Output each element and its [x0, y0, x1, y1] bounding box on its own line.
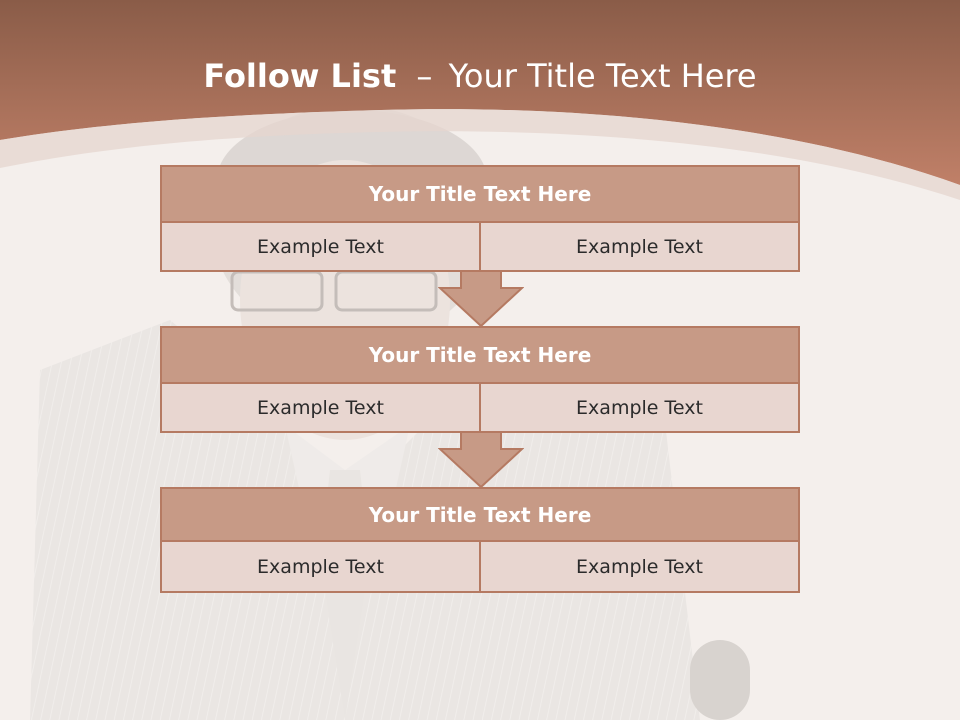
block-row: Example Text Example Text — [160, 542, 800, 593]
flow-block-1: Your Title Text Here Example Text Exampl… — [160, 165, 800, 272]
block-cell-left: Example Text — [160, 223, 479, 272]
block-cell-left: Example Text — [160, 542, 479, 593]
down-arrow-icon — [438, 270, 524, 328]
block-title: Your Title Text Here — [160, 487, 800, 542]
down-arrow-icon — [438, 431, 524, 489]
title-separator: – — [416, 57, 433, 95]
page-title: Follow List – Your Title Text Here — [0, 52, 960, 100]
block-row: Example Text Example Text — [160, 223, 800, 272]
title-rest: Your Title Text Here — [448, 57, 757, 95]
flow-block-3: Your Title Text Here Example Text Exampl… — [160, 487, 800, 593]
block-cell-right: Example Text — [479, 384, 800, 433]
block-cell-right: Example Text — [479, 223, 800, 272]
header-band — [0, 0, 960, 200]
title-bold: Follow List — [203, 57, 397, 95]
flow-block-2: Your Title Text Here Example Text Exampl… — [160, 326, 800, 433]
block-cell-right: Example Text — [479, 542, 800, 593]
block-row: Example Text Example Text — [160, 384, 800, 433]
block-title: Your Title Text Here — [160, 326, 800, 384]
block-title: Your Title Text Here — [160, 165, 800, 223]
block-cell-left: Example Text — [160, 384, 479, 433]
